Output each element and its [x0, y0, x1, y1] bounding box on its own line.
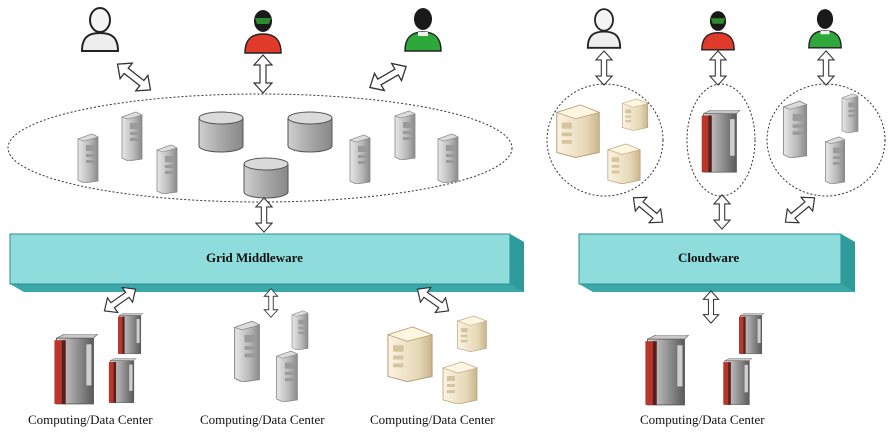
grid-resource-pool: [7, 93, 513, 203]
double-arrow-icon: [817, 50, 835, 86]
cloud-resources: [556, 93, 859, 184]
grid-middleware-bar: [9, 233, 524, 292]
tower-server-icon: [349, 134, 371, 184]
tower-server-icon: [782, 100, 808, 158]
rack-server-icon: [738, 313, 765, 355]
double-arrow-icon: [709, 50, 727, 86]
desktop-server-icon: [457, 315, 487, 353]
grid-center-caption-1: Computing/Data Center: [28, 412, 153, 427]
grid-center-2: [233, 310, 309, 402]
rack-server-icon: [108, 358, 137, 404]
cloud-pool-arrows: [626, 190, 822, 230]
desktop-server-icon: [607, 143, 641, 184]
cloud-pool-1: [546, 83, 664, 197]
double-arrow-icon: [255, 197, 273, 233]
disk-cylinder-icon: [287, 111, 333, 153]
rack-server-icon: [53, 334, 99, 405]
user-icon: [404, 7, 442, 52]
tower-server-icon: [233, 320, 261, 382]
user-icon: [586, 8, 622, 49]
rack-server-icon: [644, 335, 690, 406]
cloud-user-arrows: [595, 50, 835, 86]
double-arrow-icon: [253, 54, 273, 94]
tower-server-icon: [841, 93, 859, 133]
desktop-server-icon: [621, 98, 649, 131]
tower-server-icon: [437, 133, 459, 183]
tower-server-icon: [156, 144, 178, 194]
desktop-server-icon: [442, 361, 478, 404]
cloud-center-caption: Computing/Data Center: [640, 412, 765, 427]
grid-middleware-label: Grid Middleware: [206, 250, 303, 265]
tower-server-icon: [394, 110, 416, 160]
desktop-server-icon: [387, 326, 433, 382]
double-arrow-icon: [110, 55, 158, 99]
double-arrow-icon: [702, 290, 720, 324]
cloudware-bar: [578, 233, 855, 292]
tower-server-icon: [291, 310, 309, 350]
user-icon: [701, 10, 735, 51]
grid-center-3: [387, 315, 487, 404]
tower-server-icon: [275, 350, 299, 402]
cloud-pool-3: [766, 83, 886, 197]
grid-center-caption-3: Computing/Data Center: [370, 412, 495, 427]
double-arrow-icon: [595, 50, 613, 86]
rack-server-icon: [722, 358, 753, 406]
cloud-users: [586, 8, 842, 51]
tower-server-icon: [121, 111, 143, 161]
desktop-server-icon: [556, 104, 600, 158]
double-arrow-icon: [778, 190, 822, 230]
double-arrow-icon: [363, 56, 413, 98]
cloudware-label: Cloudware: [678, 250, 740, 265]
double-arrow-icon: [713, 194, 731, 230]
double-arrow-icon: [626, 190, 670, 230]
tower-server-icon: [77, 133, 99, 183]
grid-center-caption-2: Computing/Data Center: [200, 412, 325, 427]
cloud-pool-2: [686, 83, 756, 197]
rack-server-icon: [701, 110, 741, 173]
cloud-center: [644, 313, 765, 406]
disk-cylinder-icon: [243, 157, 289, 199]
user-icon: [808, 8, 842, 49]
double-arrow-icon: [263, 288, 279, 318]
user-icon: [244, 9, 282, 54]
grid-user-arrows: [110, 54, 413, 99]
grid-resources: [77, 110, 459, 199]
tower-server-icon: [824, 136, 846, 184]
grid-center-1: [53, 313, 144, 405]
rack-server-icon: [117, 313, 144, 355]
disk-cylinder-icon: [198, 111, 244, 153]
grid-users: [81, 7, 442, 54]
user-icon: [81, 7, 119, 52]
